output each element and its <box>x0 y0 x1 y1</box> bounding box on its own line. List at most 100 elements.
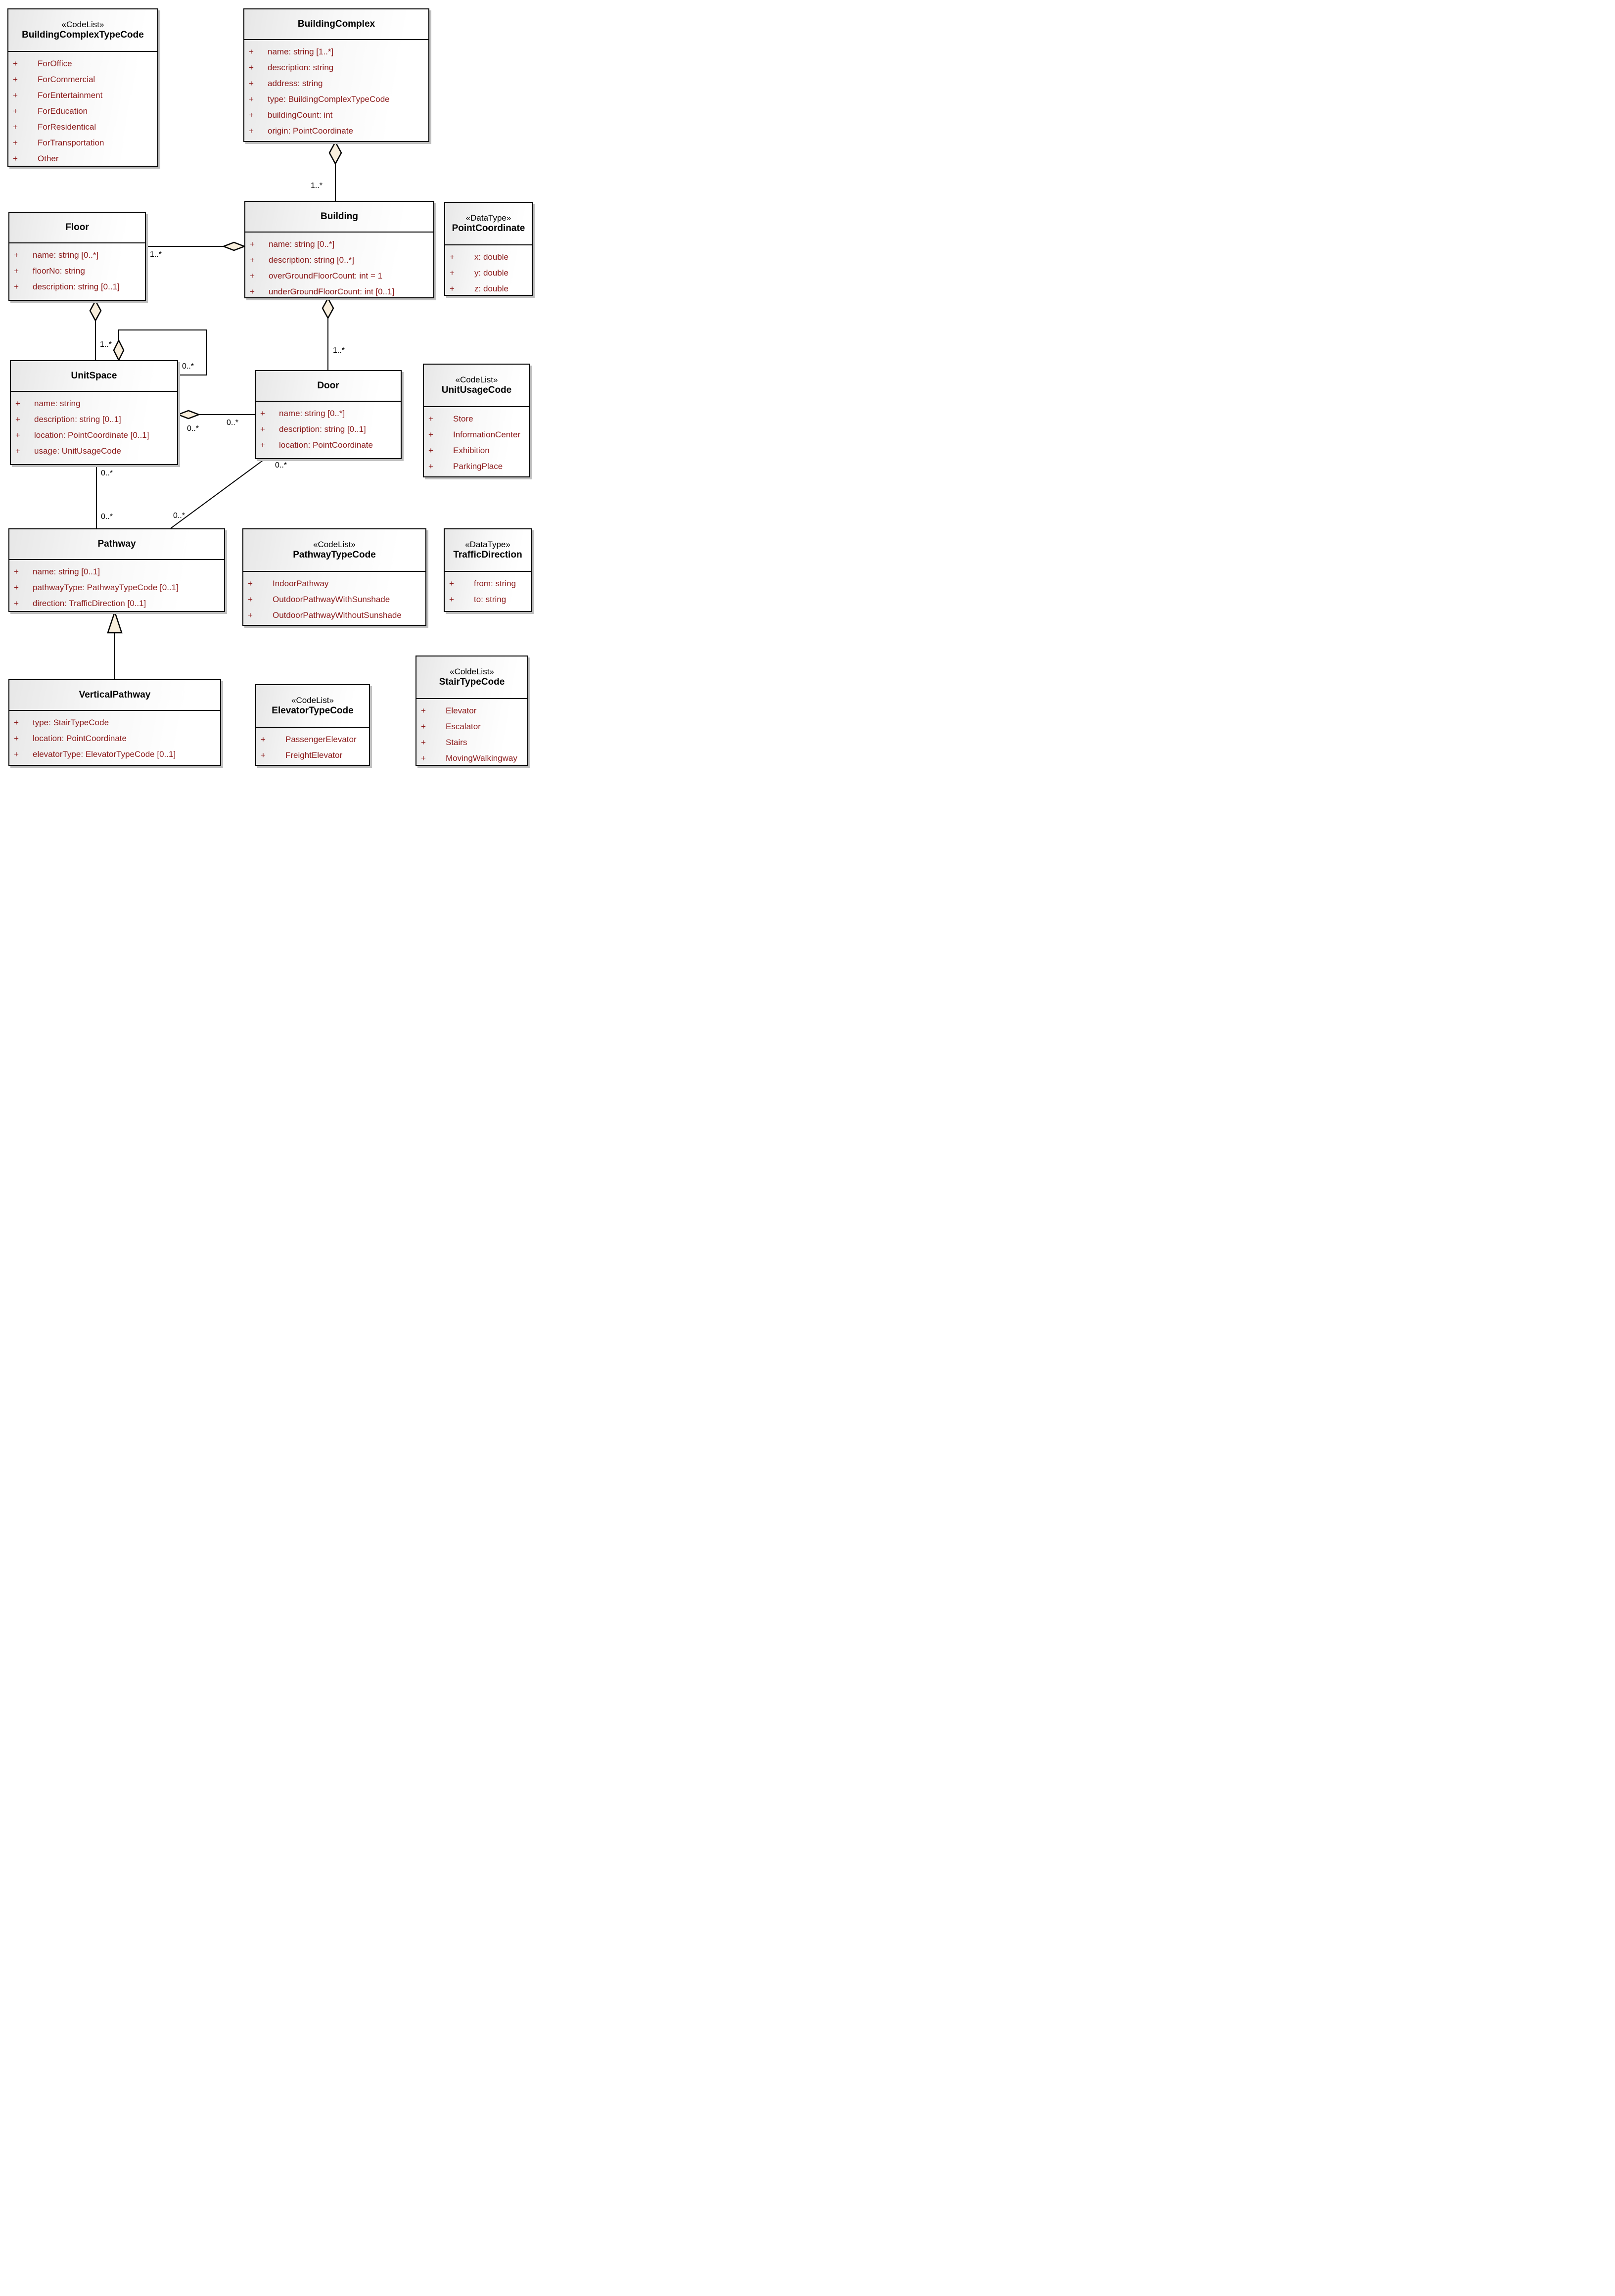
attribute-row: +Store <box>428 414 473 423</box>
attribute-compartment: +name: string [0..*] +description: strin… <box>245 233 433 300</box>
aggregation-diamond-unitspace-door <box>176 410 201 420</box>
attribute-row: +underGroundFloorCount: int [0..1] <box>250 287 395 296</box>
visibility-public: + <box>260 440 265 450</box>
class-header: BuildingComplex <box>244 9 428 40</box>
visibility-public: + <box>14 599 19 608</box>
attribute-row: +location: PointCoordinate <box>260 440 373 450</box>
attribute-row: +description: string [0..1] <box>260 424 366 434</box>
visibility-public: + <box>14 567 19 576</box>
visibility-public: + <box>261 750 266 760</box>
attribute-row: +x: double <box>450 252 508 262</box>
class-trafficdirection: «DataType» TrafficDirection +from: strin… <box>444 528 532 612</box>
attribute-row: +name: string [0..*] <box>260 409 345 418</box>
class-title: BuildingComplex <box>297 18 375 29</box>
visibility-public: + <box>15 415 20 424</box>
attribute-row: +description: string [0..1] <box>14 282 120 291</box>
aggregation-diamond-unitspace-self <box>113 339 125 362</box>
visibility-public: + <box>249 126 254 136</box>
visibility-public: + <box>13 138 18 147</box>
class-title: PointCoordinate <box>452 223 525 234</box>
attribute-row: +InformationCenter <box>428 430 521 439</box>
visibility-public: + <box>13 106 18 116</box>
attribute-row: +IndoorPathway <box>248 579 329 588</box>
visibility-public: + <box>249 47 254 56</box>
visibility-public: + <box>14 266 19 276</box>
attribute-row: +name: string [0..1] <box>14 567 100 576</box>
attribute-row: +address: string <box>249 79 323 88</box>
class-unitusagecode: «CodeList» UnitUsageCode +Store +Informa… <box>423 364 530 477</box>
visibility-public: + <box>421 706 426 715</box>
multiplicity-unitspace-self: 0..* <box>182 362 194 371</box>
class-header: VerticalPathway <box>9 680 220 711</box>
attribute-compartment: +IndoorPathway +OutdoorPathwayWithSunsha… <box>243 572 425 623</box>
attribute-row: +name: string [0..*] <box>250 239 335 249</box>
attribute-compartment: +Elevator +Escalator +Stairs +MovingWalk… <box>416 699 527 766</box>
visibility-public: + <box>450 284 455 293</box>
class-title: Building <box>321 211 358 222</box>
class-header: «CodeList» UnitUsageCode <box>424 365 529 407</box>
visibility-public: + <box>249 63 254 72</box>
class-title: PathwayTypeCode <box>293 550 376 561</box>
visibility-public: + <box>449 579 454 588</box>
visibility-public: + <box>260 409 265 418</box>
class-title: VerticalPathway <box>79 689 151 700</box>
attribute-row: +to: string <box>449 595 507 604</box>
class-door: Door +name: string [0..*] +description: … <box>255 370 402 459</box>
visibility-public: + <box>428 430 433 439</box>
class-pathwaytypecode: «CodeList» PathwayTypeCode +IndoorPathwa… <box>242 528 426 626</box>
visibility-public: + <box>421 738 426 747</box>
visibility-public: + <box>13 154 18 163</box>
class-header: UnitSpace <box>11 361 177 392</box>
class-header: Building <box>245 202 433 233</box>
visibility-public: + <box>450 268 455 278</box>
attribute-row: +OutdoorPathwayWithoutSunshade <box>248 610 402 620</box>
attribute-row: +name: string [1..*] <box>249 47 334 56</box>
visibility-public: + <box>250 271 255 281</box>
visibility-public: + <box>248 610 253 620</box>
multiplicity-unitspace-door-unitend: 0..* <box>187 424 199 433</box>
stereotype-label: «CodeList» <box>455 375 498 384</box>
stereotype-label: «CodeList» <box>313 539 356 549</box>
stereotype-label: «CodeList» <box>291 695 334 705</box>
class-header: Door <box>256 371 401 402</box>
class-header: Pathway <box>9 529 224 560</box>
class-title: ElevatorTypeCode <box>272 705 354 716</box>
visibility-public: + <box>449 595 454 604</box>
attribute-row: +ForEntertainment <box>13 91 103 100</box>
class-header: Floor <box>9 213 145 243</box>
attribute-row: +FreightElevator <box>261 750 343 760</box>
attribute-compartment: +name: string [0..*] +description: strin… <box>256 402 401 453</box>
attribute-row: +type: BuildingComplexTypeCode <box>249 94 390 104</box>
attribute-row: +Escalator <box>421 722 481 731</box>
attribute-row: +Exhibition <box>428 446 490 455</box>
attribute-compartment: +from: string +to: string <box>445 572 531 608</box>
attribute-compartment: +name: string +description: string [0..1… <box>11 392 177 459</box>
attribute-row: +from: string <box>449 579 516 588</box>
attribute-row: +ForEducation <box>13 106 88 116</box>
attribute-compartment: +name: string [1..*] +description: strin… <box>244 40 428 139</box>
attribute-row: +elevatorType: ElevatorTypeCode [0..1] <box>14 750 176 759</box>
stereotype-label: «CodeList» <box>61 19 104 29</box>
attribute-row: +description: string [0..1] <box>15 415 121 424</box>
attribute-compartment: +type: StairTypeCode +location: PointCoo… <box>9 711 220 762</box>
visibility-public: + <box>260 424 265 434</box>
attribute-compartment: +name: string [0..1] +pathwayType: Pathw… <box>9 560 224 611</box>
attribute-row: +direction: TrafficDirection [0..1] <box>14 599 146 608</box>
visibility-public: + <box>249 110 254 120</box>
attribute-row: +ForResidentical <box>13 122 96 132</box>
class-header: «DataType» PointCoordinate <box>445 203 532 245</box>
visibility-public: + <box>261 735 266 744</box>
class-buildingcomplex: BuildingComplex +name: string [1..*] +de… <box>243 8 429 142</box>
multiplicity-buildingcomplex-building: 1..* <box>311 182 323 190</box>
multiplicity-building-door: 1..* <box>333 346 345 355</box>
attribute-compartment: +x: double +y: double +z: double <box>445 245 532 297</box>
class-buildingcomplextypecode: «CodeList» BuildingComplexTypeCode +ForO… <box>7 8 158 167</box>
visibility-public: + <box>450 252 455 262</box>
attribute-row: +OutdoorPathwayWithSunshade <box>248 595 390 604</box>
class-header: «DataType» TrafficDirection <box>445 529 531 572</box>
class-stairtypecode: «ColdeList» StairTypeCode +Elevator +Esc… <box>415 656 528 766</box>
aggregation-diamond-floor <box>89 299 102 322</box>
attribute-row: +buildingCount: int <box>249 110 333 120</box>
attribute-row: +description: string [0..*] <box>250 255 354 265</box>
attribute-row: +description: string <box>249 63 334 72</box>
